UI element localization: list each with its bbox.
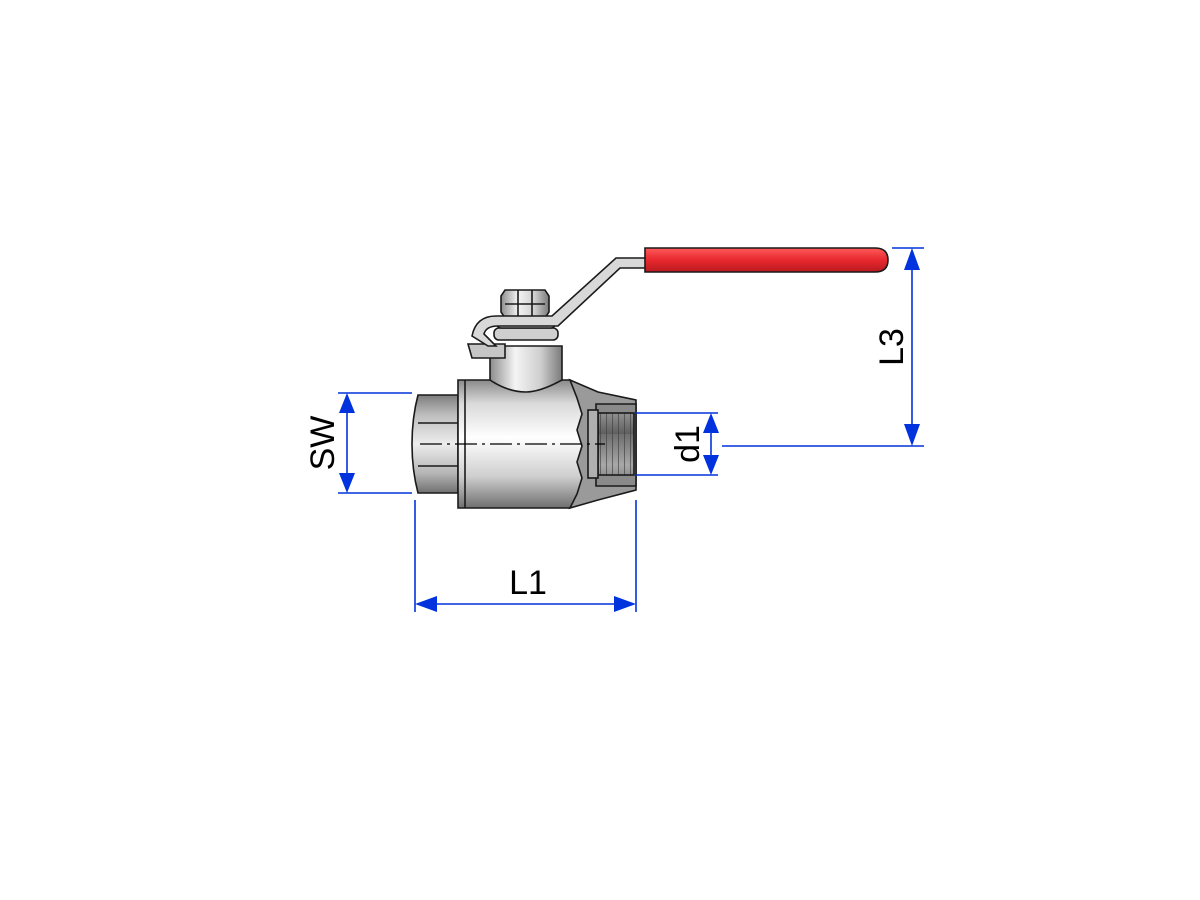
- lever-grip-red: [644, 247, 889, 273]
- internal-thread: [597, 412, 635, 476]
- label-l3: L3: [873, 328, 911, 366]
- lever-handle: [471, 247, 889, 347]
- dimension-l1: L1: [414, 500, 637, 612]
- dimension-l3: L3: [722, 247, 924, 447]
- label-sw: SW: [304, 416, 342, 471]
- dimension-d1: d1: [636, 412, 719, 476]
- label-l1: L1: [509, 564, 547, 602]
- dimension-sw: SW: [304, 392, 412, 494]
- label-d1: d1: [669, 425, 707, 463]
